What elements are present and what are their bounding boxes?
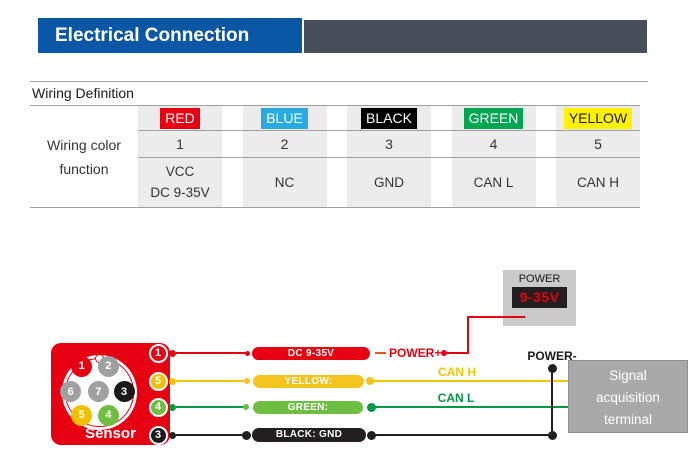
connector-pin-5: 5 [71, 404, 93, 426]
wire-badge-1: 1 [148, 343, 168, 363]
gnd-wire-segment [374, 434, 552, 436]
canl-wire-dot [366, 402, 376, 412]
table-row-label: Wiring color function [30, 106, 138, 207]
canh-wire-segment [373, 380, 568, 382]
table-row-rule-2 [138, 157, 640, 158]
power-minus-top-dot [547, 363, 557, 373]
color-chip-yellow: YELLOW [563, 107, 633, 129]
pin-number-cell: 2 [280, 135, 289, 152]
power-supply-display: 9-35V [512, 287, 567, 308]
pin-number-cell: 4 [489, 135, 498, 152]
canh-wire-pill: YELLOW: [253, 374, 364, 388]
function-cell: GND [347, 157, 431, 207]
canh-net-label: CAN H [438, 365, 476, 379]
connector-pin-3: 3 [113, 381, 135, 403]
gnd-wire-pill: BLACK: GND [252, 428, 366, 442]
gnd-wire-dot [241, 430, 251, 440]
function-line: VCC [165, 164, 195, 179]
section-title: Wiring Definition [32, 85, 134, 101]
function-cell: CAN L [452, 157, 536, 207]
power-wire-segment [467, 315, 525, 318]
function-line: DC 9-35V [150, 185, 210, 200]
function-line: GND [374, 174, 404, 190]
power-plus-label: POWER+ [389, 346, 442, 360]
power-wire-dot [244, 350, 250, 356]
table-top-rule [30, 105, 640, 106]
header-accent-band [304, 20, 647, 53]
canh-wire-dot [243, 378, 250, 384]
color-chip-green: GREEN [463, 107, 524, 129]
power-minus-label: POWER- [527, 349, 577, 363]
table-column-black: BLACK 3 GND [347, 106, 431, 207]
table-row-rule-1 [138, 130, 640, 131]
power-plus-dash [375, 351, 386, 354]
table-column-red: RED 1 VCC DC 9-35V [138, 106, 222, 207]
power-supply-box: POWER 9-35V [503, 270, 576, 326]
table-column-yellow: YELLOW 5 CAN H [556, 106, 640, 207]
connector-pin-1: 1 [71, 355, 93, 377]
function-cell: CAN H [556, 157, 640, 207]
table-column-green: GREEN 4 CAN L [451, 106, 536, 207]
function-line: CAN H [576, 174, 619, 190]
sensor-terminal-dot-power [168, 349, 176, 357]
pin-number-cell: 5 [594, 135, 602, 152]
power-wire-segment [444, 352, 469, 354]
gnd-wire-dot [366, 430, 376, 440]
sensor-body: 1 2 6 7 3 5 4 1 5 4 3 Sensor [51, 343, 170, 445]
canh-wire-dot [366, 377, 374, 385]
function-line: CAN L [473, 174, 514, 190]
gnd-wire-segment [176, 434, 246, 436]
power-minus-bottom-dot [547, 430, 557, 440]
canh-wire-segment [176, 380, 247, 382]
rule-top [30, 81, 648, 82]
color-chip-black: BLACK [361, 107, 417, 129]
signal-acquisition-terminal-box: Signal acquisition terminal [568, 360, 688, 433]
function-line: NC [274, 174, 295, 190]
sensor-label: Sensor [85, 425, 136, 442]
power-wire-pill: DC 9-35V [252, 346, 370, 360]
table-row-label-line1: Wiring color [47, 136, 121, 153]
sensor-terminal-dot-canh [168, 377, 176, 385]
pin-number-cell: 1 [176, 135, 184, 152]
pin-number-cell: 3 [385, 135, 393, 152]
power-wire-segment [176, 352, 248, 354]
connector-pin-2: 2 [97, 355, 119, 377]
power-minus-riser [551, 368, 553, 435]
terminal-label-line2: acquisition [596, 390, 660, 405]
function-cell: NC [243, 157, 327, 207]
table-bottom-rule [30, 207, 640, 208]
connector-pin-7: 7 [87, 381, 109, 403]
table-row-label-line2: function [59, 160, 109, 177]
canl-wire-segment [374, 406, 568, 408]
sensor-terminal-dot-gnd [168, 431, 176, 439]
canl-wire-segment [176, 406, 246, 408]
page-title: Electrical Connection [38, 18, 302, 53]
color-chip-blue: BLUE [261, 107, 308, 129]
wire-badge-4: 4 [148, 397, 168, 417]
wire-badge-3: 3 [148, 425, 168, 445]
terminal-label-line3: terminal [603, 412, 652, 427]
sensor-terminal-dot-canl [168, 403, 176, 411]
canl-wire-dot [243, 404, 249, 410]
canl-net-label: CAN L [437, 391, 475, 405]
power-supply-title: POWER [518, 273, 561, 285]
table-column-blue: BLUE 2 NC [242, 106, 327, 207]
connector-pin-4: 4 [97, 404, 119, 426]
color-chip-red: RED [160, 107, 200, 129]
function-cell: VCC DC 9-35V [138, 157, 222, 207]
power-wire-riser [467, 316, 469, 354]
connector-pin-6: 6 [60, 381, 82, 403]
wire-badge-5: 5 [148, 371, 168, 391]
canl-wire-pill: GREEN: [253, 401, 363, 414]
terminal-label-line1: Signal [609, 368, 647, 383]
